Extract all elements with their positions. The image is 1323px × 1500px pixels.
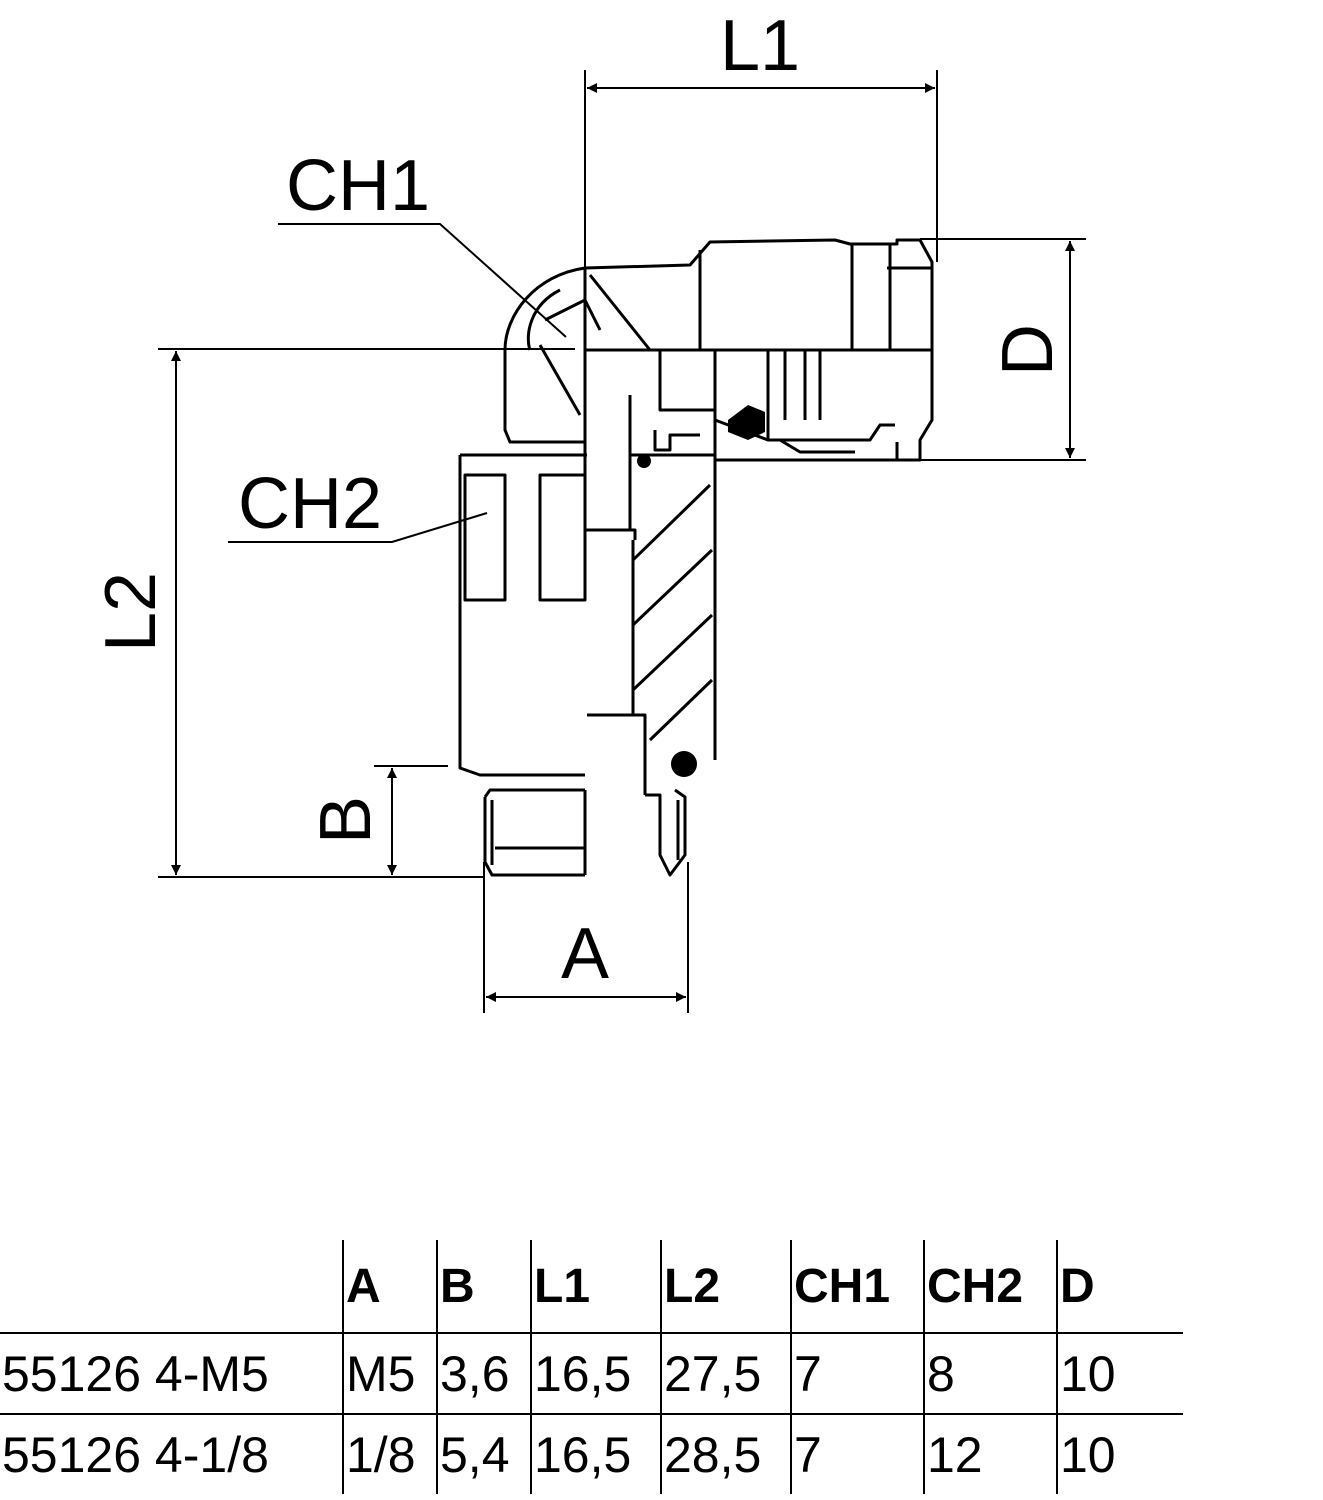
table-cell: 55126 4-1/8 [0, 1413, 343, 1494]
dim-label-b: B [306, 796, 386, 844]
fitting-technical-drawing: L1 CH1 D CH2 L2 B A [91, 6, 1086, 1013]
table-cell: 16,5 [530, 1332, 661, 1414]
o-rings [637, 405, 765, 777]
table-cell: M5 [342, 1332, 437, 1414]
dim-label-l2: L2 [91, 572, 171, 652]
dim-label-l1: L1 [720, 6, 800, 86]
fitting-outline [458, 238, 934, 877]
table-header-row: A B L1 L2 CH1 CH2 D [0, 1240, 1183, 1333]
table-cell: 8 [923, 1332, 1057, 1414]
table-cell: 16,5 [530, 1413, 661, 1494]
header-cell: D [1056, 1240, 1183, 1333]
table-cell: 12 [923, 1413, 1057, 1494]
header-cell: CH2 [923, 1240, 1057, 1333]
dim-label-ch2: CH2 [238, 464, 382, 544]
table-cell: 10 [1056, 1413, 1183, 1494]
header-cell: A [342, 1240, 437, 1333]
table-row: 55126 4-1/8 1/8 5,4 16,5 28,5 7 12 10 [0, 1413, 1183, 1494]
table-cell: 7 [790, 1332, 924, 1414]
dim-label-ch1: CH1 [286, 146, 430, 226]
header-cell: CH1 [790, 1240, 924, 1333]
table-cell: 5,4 [436, 1413, 531, 1494]
header-cell: L1 [530, 1240, 661, 1333]
dimension-lines [158, 70, 1086, 1013]
header-cell [0, 1240, 343, 1333]
table-cell: 28,5 [660, 1413, 791, 1494]
table-cell: 3,6 [436, 1332, 531, 1414]
table-row: 55126 4-M5 M5 3,6 16,5 27,5 7 8 10 [0, 1332, 1183, 1414]
table-cell: 55126 4-M5 [0, 1332, 343, 1414]
table-cell: 7 [790, 1413, 924, 1494]
table-cell: 27,5 [660, 1332, 791, 1414]
header-cell: B [436, 1240, 531, 1333]
header-cell: L2 [660, 1240, 791, 1333]
dim-label-a: A [561, 914, 609, 994]
table-cell: 1/8 [342, 1413, 437, 1494]
table-cell: 10 [1056, 1332, 1183, 1414]
dimensions-table: A B L1 L2 CH1 CH2 D 55126 4-M5 M5 3,6 16… [0, 1240, 1183, 1494]
dim-label-d: D [988, 324, 1068, 376]
